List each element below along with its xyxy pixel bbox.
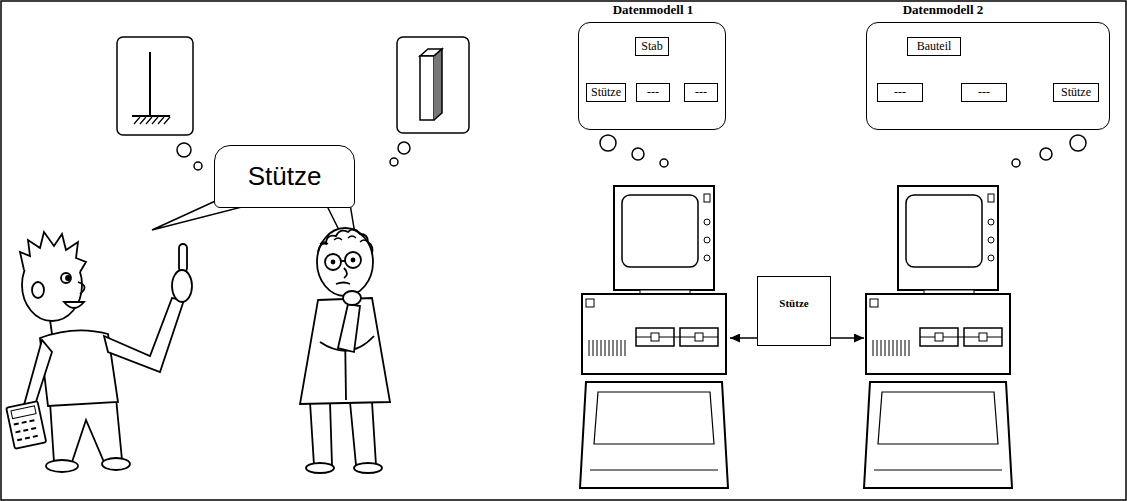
document-sheet: Stütze [757,276,831,346]
thought-circles-computer-part [1012,159,1020,167]
speaking-man-part [6,401,46,449]
thinking-man-part [341,260,345,262]
speaking-man-part [64,302,84,308]
class-box: Bauteil [907,37,961,56]
class-box: --- [877,83,923,102]
thought-bubble-right-part [398,142,410,154]
thinking-man-part [300,298,390,404]
thinking-man-part [310,402,332,465]
computer-right [864,186,1012,488]
data-model-box: Datenmodell 1StabStütze------ [578,22,726,130]
transfer-arrow-part [730,337,757,339]
thinking-man-part [306,463,334,473]
thinking-man-part [320,236,368,244]
thinking-man-part [352,259,355,262]
speaking-man-part [104,298,184,372]
thought-bubble-right-part [420,56,434,120]
thinking-man-part [345,252,361,268]
model-title: Datenmodell 1 [613,2,694,18]
thought-bubble-right [390,37,469,166]
thought-bubble-left-part [134,117,170,124]
thought-circles-computer-part [600,135,616,151]
thinking-man-part [325,254,341,270]
speaking-man-part [46,460,78,472]
speaking-man-part [179,244,187,272]
thought-circles-computer [600,135,1086,167]
speaking-man-part [172,270,192,302]
speaking-man-part [50,320,52,334]
computer-left [580,186,728,488]
speaking-man-part [66,276,70,280]
node-label: --- [695,85,707,100]
transfer-arrow-part [831,337,864,339]
thinking-man-part [344,268,347,278]
node-label: Stütze [779,297,808,309]
class-box: Stab [635,37,669,56]
thought-bubble-left-part [132,115,170,117]
class-box: --- [961,83,1007,102]
node-label: --- [978,85,990,100]
class-box: --- [636,83,670,102]
thinking-man-part [354,463,382,473]
thinking-man [300,228,390,473]
speaking-man-part [32,282,44,298]
thinking-man-part [350,402,376,465]
node-label: --- [894,85,906,100]
speaking-man-part-part [11,406,36,419]
speaking-man-part [102,458,130,470]
thinking-man-part [338,304,360,352]
node-label: Stütze [591,85,621,100]
thought-circles-computer-part [1070,135,1086,151]
speaking-man [6,232,192,472]
thinking-man-part [336,283,350,285]
speaking-man-part [20,232,86,272]
node-label: Stütze [1061,85,1091,100]
thought-bubble-left-part [194,162,202,170]
node-label: --- [647,85,659,100]
node-label: Bauteil [917,39,952,54]
thought-circles-computer-part [1040,148,1052,160]
speech-bubble: Stütze [214,145,355,208]
thought-bubble-left-part [117,37,193,135]
speaking-man-part-part [14,420,38,440]
thinking-man-part [343,291,361,305]
thought-bubble-right-part [397,37,469,133]
thought-circles-computer-part [632,148,644,160]
thought-bubble-left-part [149,52,151,116]
thought-bubble-right-part [434,49,442,120]
speaking-man-part-part [6,401,46,449]
class-box: --- [684,83,718,102]
speaking-man-part [24,340,52,408]
model-title: Datenmodell 2 [903,2,984,18]
class-box: Stütze [586,83,626,102]
speaking-man-part [50,398,122,462]
thinking-man-part [318,229,373,254]
speaking-man-part [78,282,85,294]
speaking-man-part [61,273,71,283]
thought-bubble-right-part [390,158,398,166]
class-box: Stütze [1053,83,1099,102]
thought-bubble-left-part [177,143,191,157]
thought-bubble-left [117,37,202,170]
thinking-man-part [317,228,373,296]
thought-circles-computer-part [660,159,668,167]
thinking-man-part [332,261,335,264]
node-label: Stütze [248,161,322,192]
data-model-box: Datenmodell 2Bauteil------Stütze [866,22,1110,130]
node-label: Stab [641,39,662,54]
